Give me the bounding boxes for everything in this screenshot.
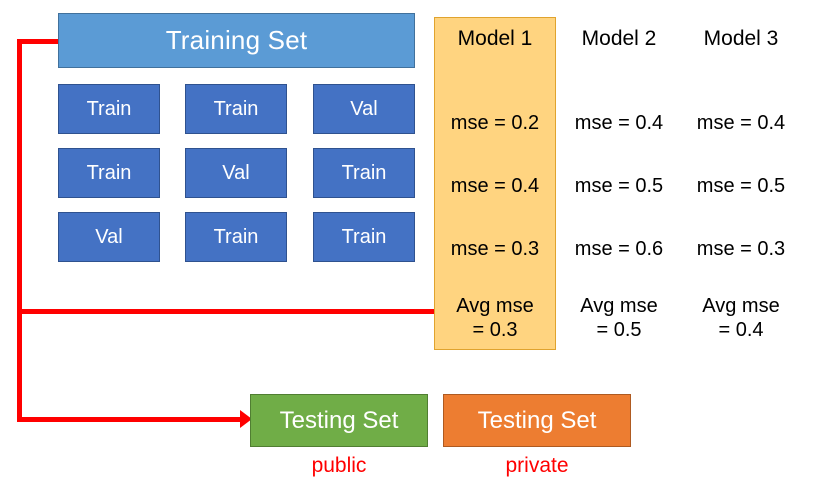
fold-cell: Val [185,148,287,198]
model-fold-score: mse = 0.4 [696,112,786,134]
training-set-label: Training Set [165,25,308,55]
fold-grid: Train Train Val Train Val Train Val [58,84,415,262]
fold-cell-label: Val [95,225,123,248]
average-label: Avg mse [702,295,780,317]
fold-cell-label: Val [222,161,250,184]
model-fold-score: mse = 0.6 [574,238,664,260]
average-value: = 0.5 [596,319,642,342]
model-fold-score: mse = 0.4 [574,112,664,134]
fold-cell-label: Train [86,97,132,120]
model-fold-score: mse = 0.4 [450,175,540,197]
model-average-score: Avg mse = 0.4 [680,294,802,343]
fold-cell: Train [58,148,160,198]
model-average-score: Avg mse = 0.3 [434,294,556,343]
fold-row: Train Train Val [58,84,415,134]
testing-set-public-box: Testing Set [250,394,428,447]
model-column-header: Model 2 [581,27,657,50]
model-column-1: Model 1 mse = 0.2 mse = 0.4 mse = 0.3 Av… [434,17,556,350]
connector-vertical-trunk [17,39,22,422]
model-fold-score: mse = 0.3 [696,238,786,260]
model-column-3: Model 3 mse = 0.4 mse = 0.5 mse = 0.3 Av… [680,17,802,350]
average-label: Avg mse [456,295,534,317]
fold-cell: Train [185,212,287,262]
connector-to-testing-set [17,417,243,422]
model-average-score: Avg mse = 0.5 [558,294,680,343]
model-results-table: Model 1 mse = 0.2 mse = 0.4 mse = 0.3 Av… [434,17,814,350]
fold-cell: Train [313,212,415,262]
model1-highlight-panel [434,17,556,350]
fold-cell-label: Train [213,225,259,248]
fold-cell-label: Train [341,225,387,248]
testing-set-private-box: Testing Set [443,394,631,447]
fold-cell: Val [313,84,415,134]
model-column-header: Model 3 [703,27,779,50]
fold-cell: Val [58,212,160,262]
model-fold-score: mse = 0.5 [696,175,786,197]
testing-set-public-caption: public [311,454,367,477]
fold-cell-label: Val [350,97,378,120]
fold-cell: Train [313,148,415,198]
fold-row: Val Train Train [58,212,415,262]
testing-set-public-label: Testing Set [279,406,399,434]
fold-cell-label: Train [86,161,132,184]
connector-to-model1-results [17,309,435,314]
model-fold-score: mse = 0.2 [450,112,540,134]
fold-cell-label: Train [341,161,387,184]
fold-cell: Train [185,84,287,134]
fold-row: Train Val Train [58,148,415,198]
fold-cell-label: Train [213,97,259,120]
testing-set-private-caption: private [505,454,569,477]
fold-cell: Train [58,84,160,134]
connector-to-training-set [17,39,60,44]
average-label: Avg mse [580,295,658,317]
testing-set-private-label: Testing Set [477,406,597,434]
average-value: = 0.3 [472,319,518,342]
model-fold-score: mse = 0.5 [574,175,664,197]
arrowhead-icon [240,410,252,428]
model-column-header: Model 1 [457,27,533,50]
model-fold-score: mse = 0.3 [450,238,540,260]
training-set-box: Training Set [58,13,415,68]
model-column-2: Model 2 mse = 0.4 mse = 0.5 mse = 0.6 Av… [558,17,680,350]
average-value: = 0.4 [718,319,764,342]
